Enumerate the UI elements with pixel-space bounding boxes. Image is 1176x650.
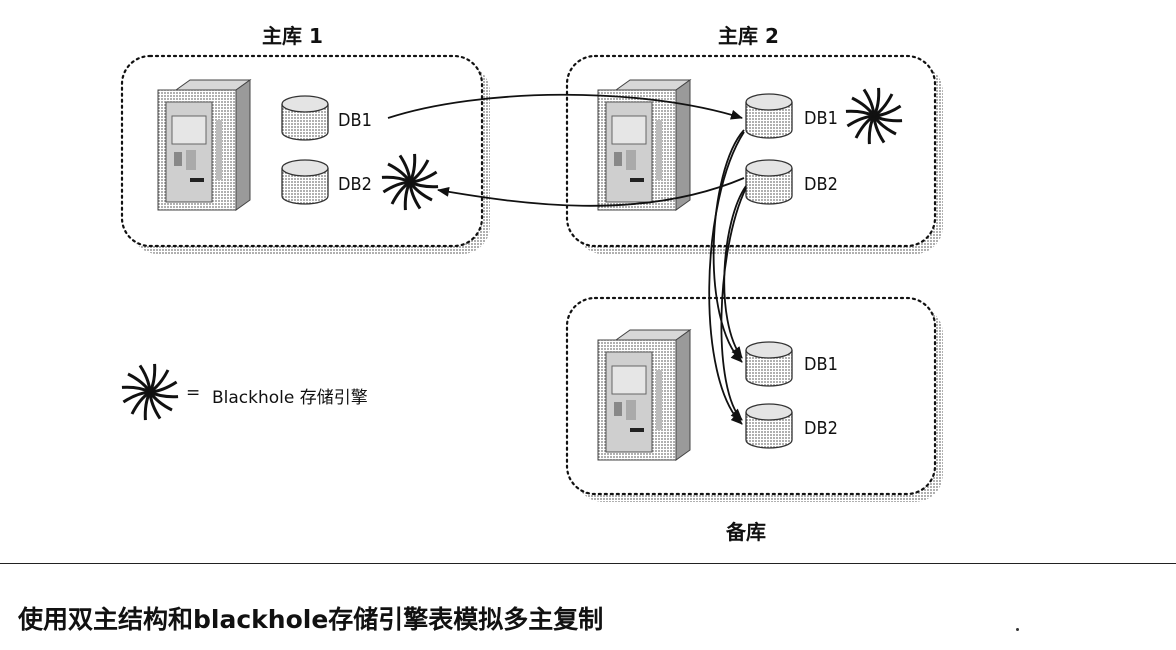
- slave-title: 备库: [726, 520, 766, 544]
- replication-diagram: 主库 1 主库 2 备库 DB1 DB2 DB1 DB2 DB1 DB2 = B…: [120, 24, 943, 544]
- master1-title: 主库 1: [262, 24, 323, 48]
- master1-db2-icon: [281, 159, 329, 205]
- arrow-m2db1-to-slave-db2: [708, 131, 745, 425]
- arrow-m2db2-to-slave-db2: [720, 187, 747, 421]
- arrow-m2db1-to-slave-db1: [712, 129, 745, 363]
- master1-db1-label: DB1: [338, 110, 372, 131]
- arrow-m1db1-to-m2db1: [387, 93, 743, 120]
- master2-db1-icon: [745, 93, 793, 139]
- diagram-canvas: [120, 54, 943, 502]
- slave-db2-label: DB2: [804, 418, 838, 439]
- figure-caption: 使用双主结构和blackhole存储引擎表模拟多主复制: [18, 605, 604, 634]
- slave-db2-icon: [745, 403, 793, 449]
- legend-text: Blackhole 存储引擎: [212, 388, 368, 408]
- master1-server-icon: [157, 79, 251, 211]
- arrow-m2db2-to-m1db2: [437, 177, 745, 207]
- stray-dot: [1016, 628, 1019, 631]
- legend-equals: =: [186, 383, 201, 403]
- slave-db1-icon: [745, 341, 793, 387]
- slave-server-icon: [597, 329, 691, 461]
- master2-db2-icon: [745, 159, 793, 205]
- caption-divider: [0, 563, 1176, 564]
- master1-db2-label: DB2: [338, 174, 372, 195]
- slave-db1-label: DB1: [804, 354, 838, 375]
- master2-title: 主库 2: [718, 24, 779, 48]
- master1-db1-icon: [281, 95, 329, 141]
- master2-db2-label: DB2: [804, 174, 838, 195]
- master2-db1-label: DB1: [804, 108, 838, 129]
- legend-blackhole-icon: [120, 362, 180, 422]
